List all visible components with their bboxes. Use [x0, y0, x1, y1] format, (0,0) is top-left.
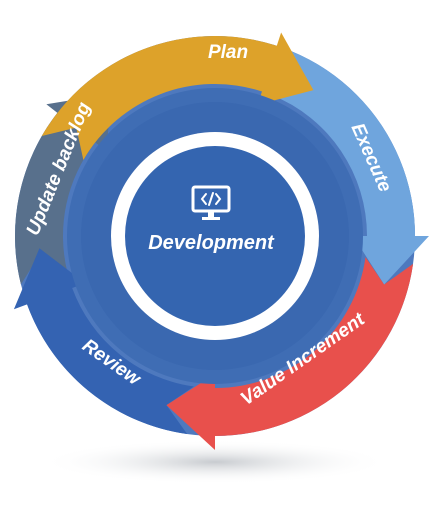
code-monitor-icon: [191, 185, 231, 220]
cycle-arrows: [13, 32, 429, 450]
arrow-value-increment: [166, 257, 414, 450]
stage-label-plan: Plan: [208, 42, 248, 63]
center-disc: [125, 146, 305, 326]
arrow-plan: [41, 32, 314, 160]
arrow-review: [13, 248, 194, 435]
arrow-execute: [271, 50, 429, 285]
center-label: Development: [148, 232, 275, 254]
floor-shadow: [40, 440, 390, 484]
